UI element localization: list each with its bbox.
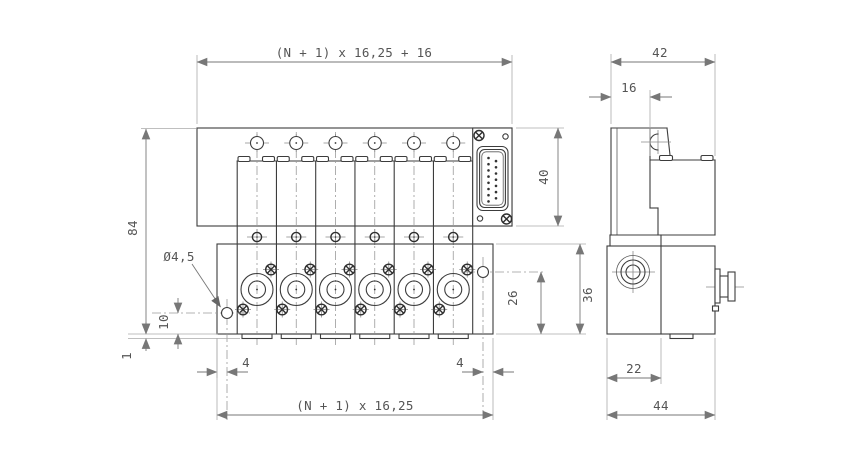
side-fitting	[706, 268, 744, 312]
front-view: (N + 1) x 16,25 + 16 84 40 36 26 10	[119, 45, 595, 420]
dsub-pins	[487, 156, 498, 203]
dim-right-hole-height: 26	[505, 290, 520, 306]
dim-side-overall-width: 42	[652, 45, 668, 60]
dsub-hole-top-right	[502, 133, 509, 140]
dim-side-base-width: 44	[653, 398, 669, 413]
dim-side-rail-width: 16	[621, 80, 637, 95]
side-dimensions: 42 16 22 44	[589, 45, 716, 420]
dim-foot-height: 1	[119, 352, 134, 360]
dim-mounting-pitch: (N + 1) x 16,25	[296, 398, 413, 413]
dim-rail-height: 40	[536, 169, 551, 185]
mounting-hole-right	[476, 265, 490, 279]
dim-overall-width: (N + 1) x 16,25 + 16	[276, 45, 433, 60]
valve-stations	[234, 131, 476, 349]
side-base	[606, 234, 744, 340]
dsub-screw-top-left	[473, 129, 485, 142]
mounting-hole-left	[220, 306, 234, 320]
dim-base-height: 36	[580, 287, 595, 303]
side-view: 42 16 22 44	[589, 45, 744, 420]
dsub-screw-bottom-right	[500, 213, 513, 225]
dsub-connector	[472, 127, 513, 227]
dim-overall-height: 84	[125, 220, 140, 236]
side-foot	[669, 333, 694, 340]
dim-hole-edge-right: 4	[456, 355, 464, 370]
base-manifold	[152, 243, 546, 420]
dim-mounting-hole-dia: Ø4,5	[163, 249, 194, 264]
dsub-hole-bottom-left	[476, 215, 484, 222]
dim-side-port-offset: 22	[626, 361, 642, 376]
side-port-outer	[616, 255, 650, 289]
dim-hole-edge-left: 4	[242, 355, 250, 370]
dim-left-hole-offset: 10	[156, 314, 171, 330]
front-dimensions: (N + 1) x 16,25 + 16 84 40 36 26 10	[119, 45, 595, 420]
side-valve-body	[649, 154, 716, 236]
side-rail	[610, 127, 671, 236]
